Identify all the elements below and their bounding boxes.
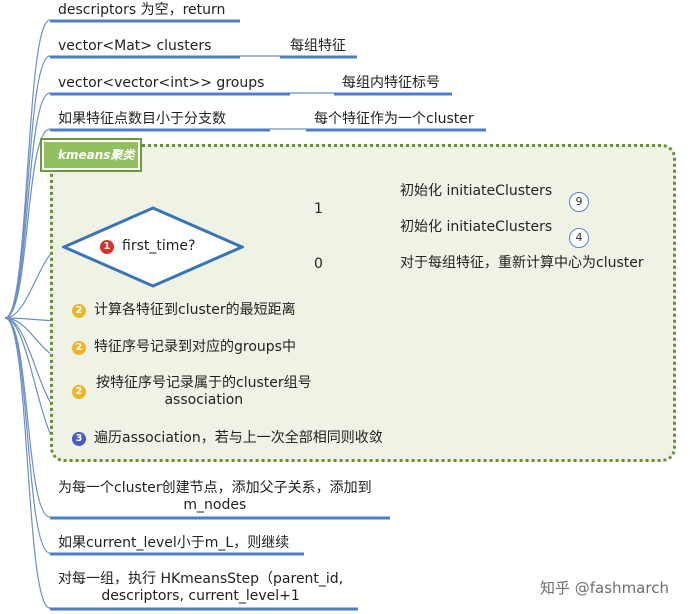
node-small-count-note: 每个特征作为一个cluster (314, 111, 474, 127)
connector-create-node (4, 317, 51, 518)
priority-2-icon: 2 (72, 341, 86, 355)
node-continue: 如果current_level小于m_L，则继续 (58, 535, 290, 551)
connector-descriptors-empty (4, 19, 51, 319)
node-create-node: 为每一个cluster创建节点，添加父子关系，添加到 m_nodes (58, 480, 372, 513)
node-descriptors-empty: descriptors 为空，return (58, 2, 226, 18)
node-init-a: 初始化 initiateClusters (400, 183, 553, 199)
connector-continue (4, 317, 51, 554)
kmeans-group-label: kmeans聚类 (40, 138, 142, 172)
node-groups: vector<vector<int>> groups (58, 75, 265, 91)
connector-clusters (4, 55, 51, 319)
node-recurse: 对每一组，执行 HKmeansStep（parent_id, descripto… (58, 571, 344, 604)
connector-small-count (4, 128, 51, 319)
priority-1-icon: 1 (100, 240, 114, 254)
link-9-icon[interactable]: 9 (569, 192, 589, 212)
node-recompute: 对于每组特征，重新计算中心为cluster (400, 255, 644, 271)
link-4-icon[interactable]: 4 (569, 228, 589, 248)
node-clusters: vector<Mat> clusters (58, 38, 212, 54)
node-branch-1: 1 (314, 201, 323, 217)
decision-diamond (62, 206, 244, 288)
node-association: 按特征序号记录属于的cluster组号 association (96, 375, 312, 408)
node-branch-0: 0 (314, 256, 323, 272)
priority-3-icon: 3 (72, 432, 86, 446)
priority-2-icon: 2 (72, 385, 86, 399)
node-small-count: 如果特征点数目小于分支数 (58, 111, 226, 127)
priority-2-icon: 2 (72, 304, 86, 318)
node-init-b: 初始化 initiateClusters (400, 219, 553, 235)
node-groups-note: 每组内特征标号 (342, 75, 440, 91)
node-clusters-note: 每组特征 (290, 38, 346, 54)
connector-groups (4, 92, 51, 319)
connector-recurse (4, 317, 51, 609)
watermark: 知乎 @fashmarch (540, 579, 669, 597)
